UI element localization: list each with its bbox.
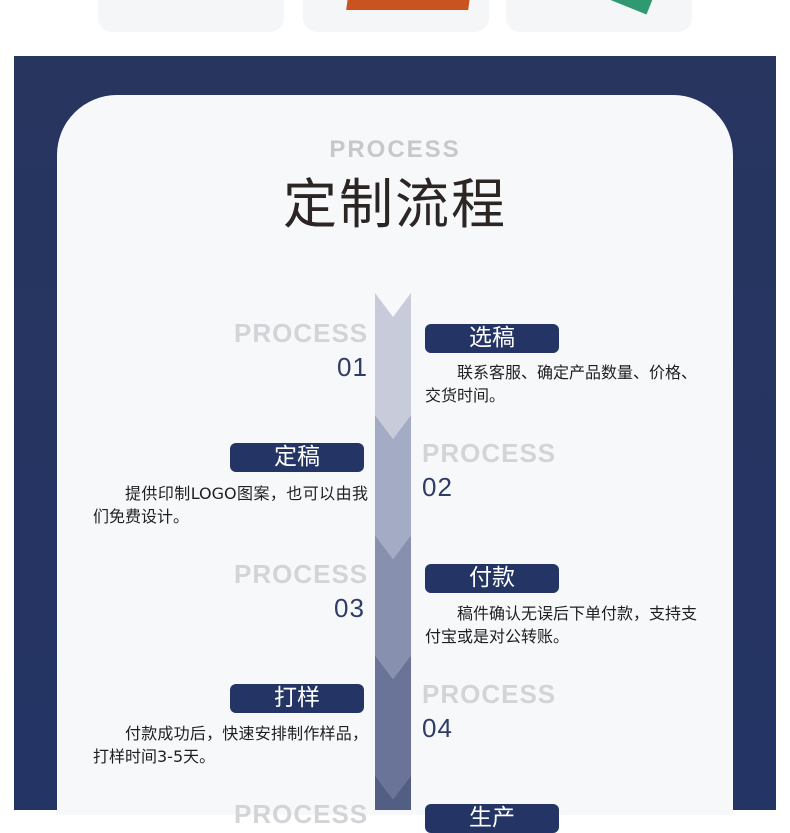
step-description: 联系客服、确定产品数量、价格、交货时间。 (425, 363, 698, 405)
timeline-arrows (375, 293, 411, 810)
step-process-label: PROCESS (234, 799, 369, 829)
section-title: 定制流程 (283, 173, 507, 236)
timeline-arrow-5 (375, 775, 411, 810)
timeline-arrow-1 (375, 293, 411, 439)
step-title-badge: 生产 (425, 804, 559, 833)
step-process-label: PROCESS (422, 438, 557, 468)
step-title-badge: 打样 (230, 684, 364, 713)
step-process-label: PROCESS (422, 679, 557, 709)
step-description: 稿件确认无误后下单付款，支持支付宝或是对公转账。 (425, 604, 698, 646)
product-thumbnail[interactable] (303, 0, 489, 32)
step-description: 提供印制LOGO图案，也可以由我们免费设计。 (93, 484, 368, 526)
step-process-label: PROCESS (234, 318, 369, 348)
step-number: 01 (337, 352, 368, 382)
step-title-badge: 付款 (425, 564, 559, 593)
step-number: 03 (334, 593, 365, 623)
timeline-arrow-4 (375, 655, 411, 799)
timeline-arrow-2 (375, 415, 411, 559)
product-thumbnail[interactable] (98, 0, 284, 32)
step-title-badge: 选稿 (425, 324, 559, 353)
step-number: 02 (422, 472, 453, 502)
step-number: 04 (422, 713, 453, 743)
product-thumbnail[interactable] (506, 0, 692, 32)
section-subtitle: PROCESS (329, 136, 461, 163)
step-title-badge: 定稿 (230, 443, 364, 472)
step-process-label: PROCESS (234, 559, 369, 589)
product-thumbnail-strip (0, 0, 790, 56)
timeline-arrow-3 (375, 535, 411, 679)
step-description: 付款成功后，快速安排制作样品，打样时间3-5天。 (93, 724, 368, 766)
